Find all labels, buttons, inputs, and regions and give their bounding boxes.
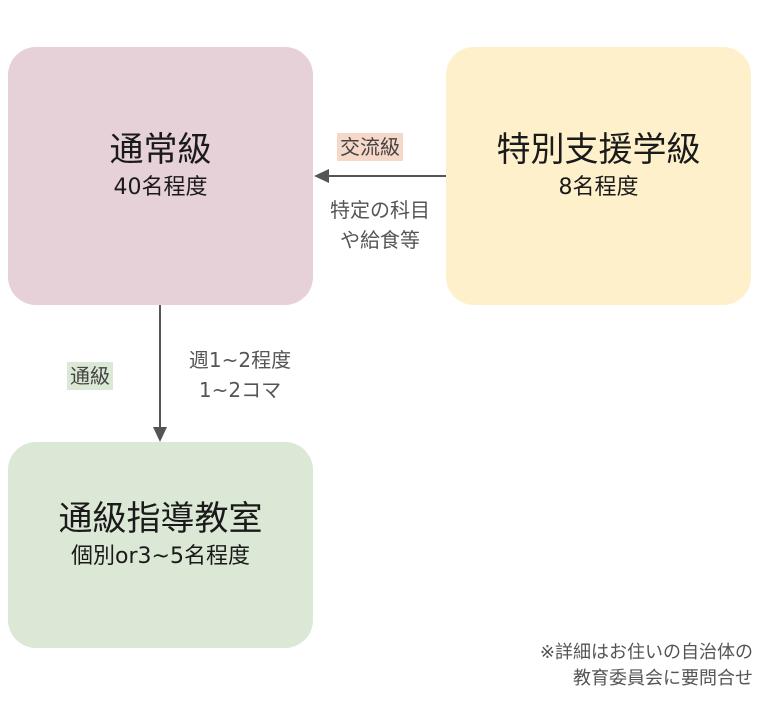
special-class-box: 特別支援学級 8名程度 bbox=[446, 47, 751, 305]
regular-class-box: 通常級 40名程度 bbox=[8, 47, 313, 305]
footnote-line1: ※詳細はお住いの自治体の bbox=[539, 642, 753, 663]
regular-class-size: 40名程度 bbox=[113, 175, 208, 201]
tsukyu-tag: 通級 bbox=[67, 362, 113, 390]
tsukyu-note-line1: 週1~2程度 bbox=[188, 348, 292, 372]
regular-class-title: 通常級 bbox=[109, 130, 212, 171]
footnote: ※詳細はお住いの自治体の 教育委員会に要問合せ bbox=[540, 640, 753, 692]
tsukyu-note: 週1~2程度 1~2コマ bbox=[170, 345, 310, 405]
tsukyu-note-line2: 1~2コマ bbox=[198, 378, 282, 402]
tsukyu-room-box: 通級指導教室 個別or3~5名程度 bbox=[8, 442, 313, 648]
exchange-note-line1: 特定の科目 bbox=[330, 198, 430, 222]
exchange-note: 特定の科目 や給食等 bbox=[310, 195, 450, 255]
special-class-title: 特別支援学級 bbox=[496, 130, 701, 171]
exchange-note-line2: や給食等 bbox=[340, 228, 420, 252]
tsukyu-room-size: 個別or3~5名程度 bbox=[71, 544, 250, 570]
tsukyu-room-title: 通級指導教室 bbox=[58, 499, 263, 540]
exchange-arrowhead bbox=[314, 169, 329, 183]
tsukyu-arrowhead bbox=[153, 427, 167, 442]
footnote-line2: 教育委員会に要問合せ bbox=[573, 668, 753, 690]
exchange-class-tag: 交流級 bbox=[337, 133, 403, 161]
special-class-size: 8名程度 bbox=[558, 175, 639, 201]
